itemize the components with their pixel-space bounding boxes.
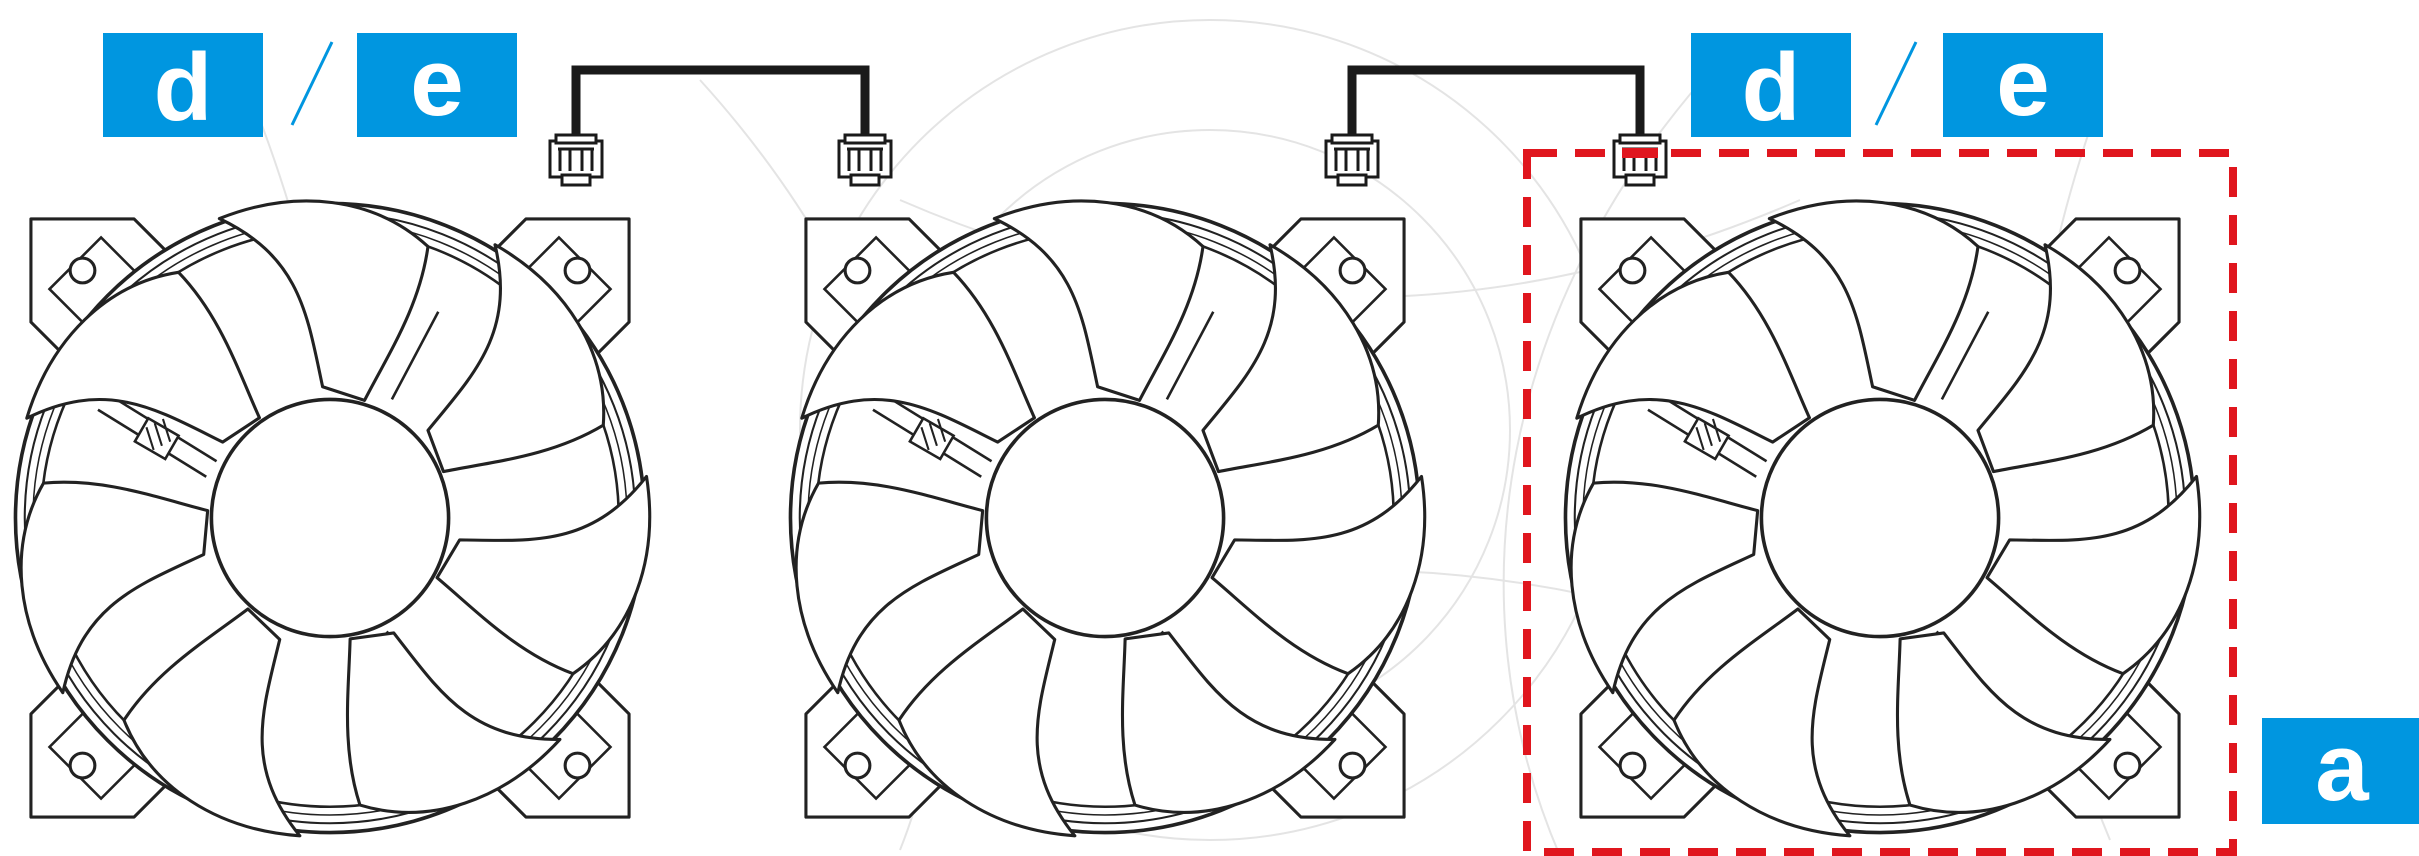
badge-e-left	[357, 33, 517, 137]
fan-3	[1513, 131, 2267, 856]
slash-right	[1874, 41, 1918, 126]
badge-a	[2262, 718, 2419, 824]
fan-2	[738, 131, 1492, 856]
highlight-box	[1523, 149, 2237, 856]
badge-d-right-text: d	[1742, 34, 1801, 141]
cable-left	[571, 65, 870, 140]
label-pair-right: d e	[1691, 29, 2103, 141]
badge-d-left-text: d	[154, 34, 213, 141]
badge-e-right-text: e	[1996, 29, 2049, 136]
connector-1	[548, 133, 604, 187]
badge-a-text: a	[2315, 714, 2369, 821]
label-pair-left: d e	[103, 29, 517, 141]
slash-left	[290, 41, 334, 126]
connector-2	[837, 133, 893, 187]
badge-e-left-text: e	[410, 29, 463, 136]
badge-d-right	[1691, 33, 1851, 137]
label-corner: a	[2262, 714, 2419, 824]
connector-4	[1612, 133, 1668, 187]
fan-1	[0, 131, 717, 856]
badge-e-right	[1943, 33, 2103, 137]
badge-d-left	[103, 33, 263, 137]
connector-3	[1324, 133, 1380, 187]
cable-right	[1347, 65, 1645, 140]
